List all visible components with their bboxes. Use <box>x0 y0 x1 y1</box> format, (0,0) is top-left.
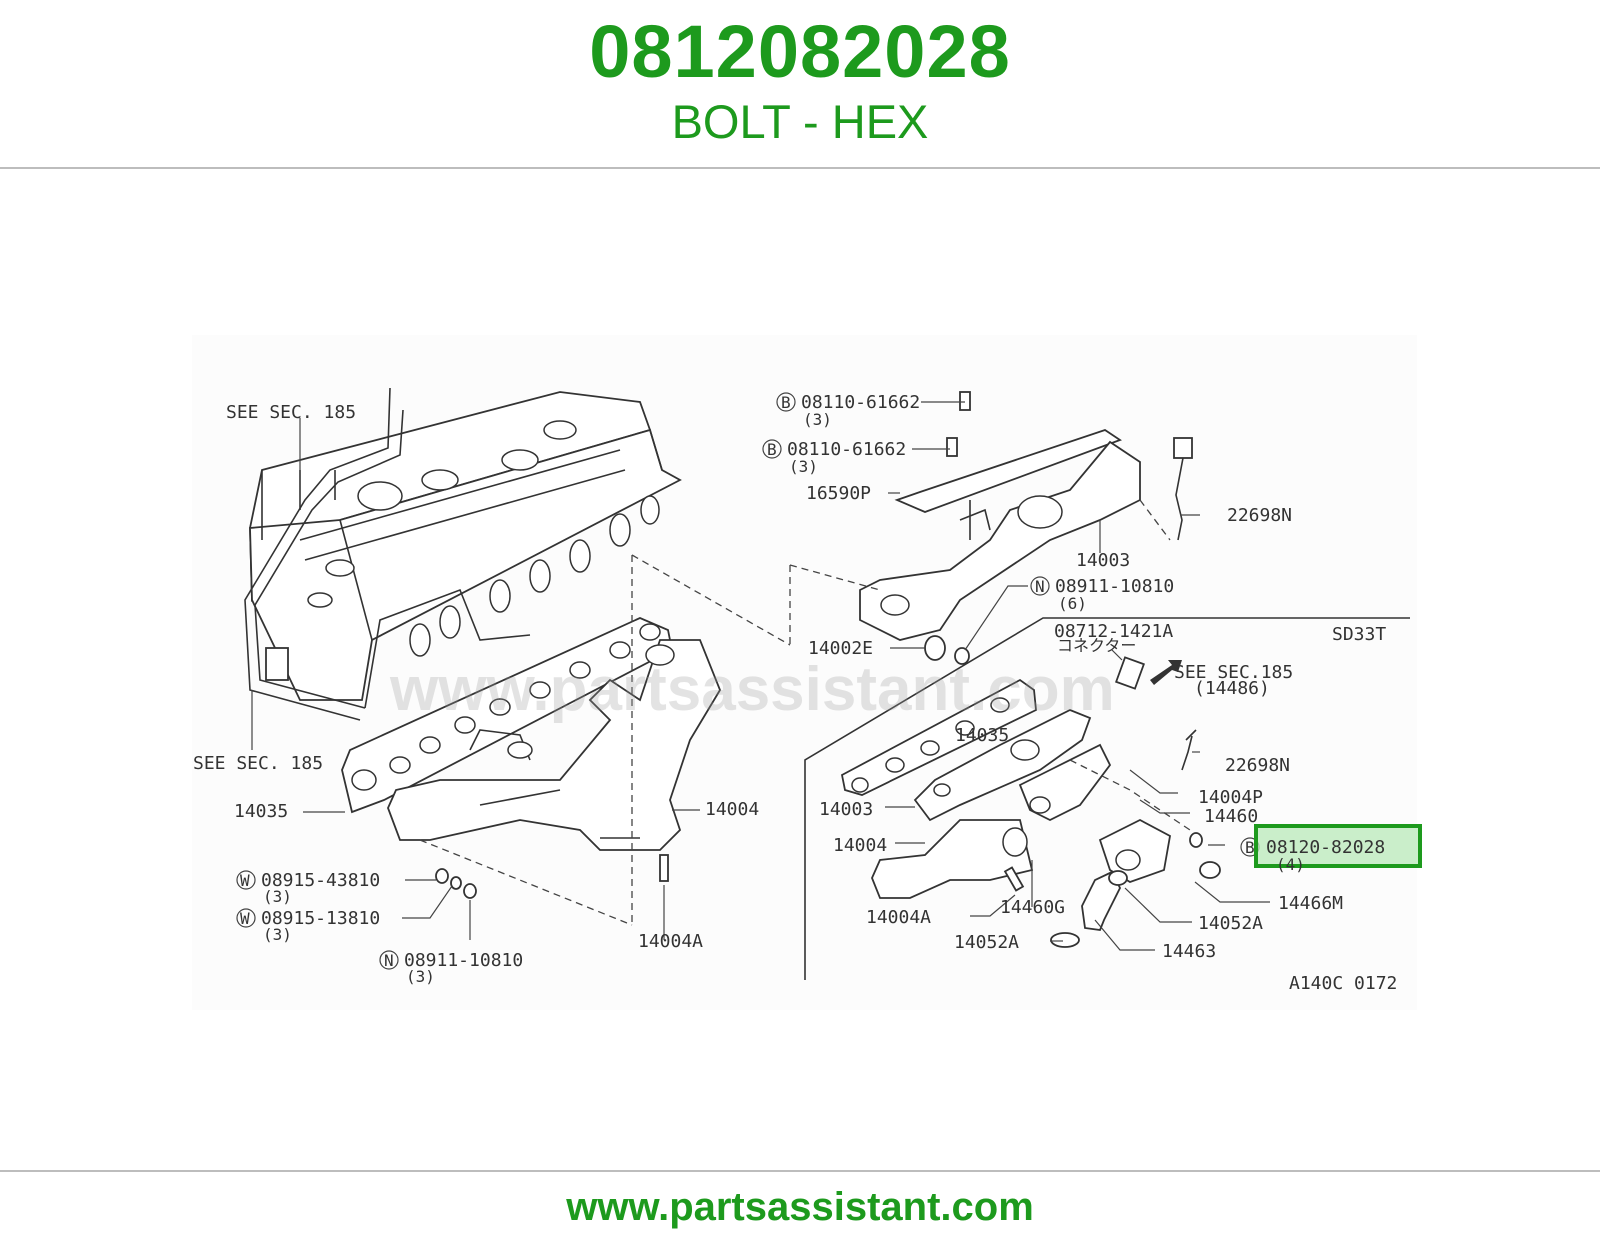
label-14486[interactable]: (14486) <box>1194 678 1270 699</box>
mark-b-3: B <box>1245 838 1255 857</box>
highlighted-part-box[interactable] <box>1254 824 1422 868</box>
label-14463[interactable]: 14463 <box>1162 941 1216 962</box>
mark-b-2: B <box>767 440 777 459</box>
bolt-mark-icon <box>762 439 782 459</box>
label-16590p[interactable]: 16590P <box>806 483 871 504</box>
left-exhaust-manifold-drawing <box>387 639 722 882</box>
label-08110-61662-b-qty: (3) <box>789 457 818 476</box>
label-08915-13810[interactable]: 08915-13810 <box>261 908 380 929</box>
label-22698n-top[interactable]: 22698N <box>1227 505 1292 526</box>
header-divider <box>0 167 1600 169</box>
label-14052a-b[interactable]: 14052A <box>954 932 1019 953</box>
exploded-parts-diagram: www.partsassistant.com SEE SEC. 185 SEE … <box>193 387 1422 994</box>
bolt-mark-icon <box>776 392 796 412</box>
left-fasteners-drawing <box>435 868 477 899</box>
turbo-manifold-drawing <box>840 656 1221 948</box>
label-14466m[interactable]: 14466M <box>1278 893 1343 914</box>
label-08712-1421a[interactable]: 08712-1421A <box>1054 621 1173 642</box>
label-14460g[interactable]: 14460G <box>1000 897 1065 918</box>
label-08911-10810-right-qty: (6) <box>1058 594 1087 613</box>
label-14004-left[interactable]: 14004 <box>705 799 759 820</box>
label-14004p[interactable]: 14004P <box>1198 787 1263 808</box>
label-14052a-a[interactable]: 14052A <box>1198 913 1263 934</box>
label-08110-61662-a[interactable]: 08110-61662 <box>801 392 920 413</box>
washer-mark-icon <box>236 870 256 890</box>
label-14004a-right[interactable]: 14004A <box>866 907 931 928</box>
label-08915-13810-qty: (3) <box>263 925 292 944</box>
label-diagram-code: A140C 0172 <box>1289 973 1397 994</box>
part-description: BOLT - HEX <box>671 95 929 148</box>
header: 0812082028 BOLT - HEX <box>0 0 1600 168</box>
label-see-sec-185-a[interactable]: SEE SEC. 185 <box>226 402 356 423</box>
label-08120-82028[interactable]: 08120-82028 <box>1266 837 1385 858</box>
label-14004a-left[interactable]: 14004A <box>638 931 703 952</box>
label-14002e[interactable]: 14002E <box>808 638 873 659</box>
label-14003-top[interactable]: 14003 <box>1076 550 1130 571</box>
footer-divider <box>0 1170 1600 1172</box>
label-14003-right[interactable]: 14003 <box>819 799 873 820</box>
label-08110-61662-b[interactable]: 08110-61662 <box>787 439 906 460</box>
intake-nut-drawing <box>954 647 970 665</box>
part-number-title: 0812082028 <box>589 10 1011 93</box>
mark-b-1: B <box>781 393 791 412</box>
label-22698n-mid[interactable]: 22698N <box>1225 755 1290 776</box>
watermark: www.partsassistant.com <box>389 655 1115 724</box>
label-14035-right[interactable]: 14035 <box>955 725 1009 746</box>
label-08915-43810[interactable]: 08915-43810 <box>261 870 380 891</box>
label-connector: コネクター <box>1057 636 1136 655</box>
label-08120-82028-qty: (4) <box>1276 855 1305 874</box>
cylinder-head-drawing <box>244 387 682 721</box>
mark-w-2: W <box>240 909 250 928</box>
label-08911-10810-left[interactable]: 08911-10810 <box>404 950 523 971</box>
label-see-sec-185-c[interactable]: SEE SEC.185 <box>1174 662 1293 683</box>
sd33t-boundary <box>804 617 1410 980</box>
intake-manifold-drawing <box>859 391 1193 641</box>
label-08915-43810-qty: (3) <box>263 887 292 906</box>
label-14004-right[interactable]: 14004 <box>833 835 887 856</box>
nut-mark-icon <box>1030 576 1050 596</box>
mark-n-2: N <box>1035 577 1045 596</box>
label-08911-10810-right[interactable]: 08911-10810 <box>1055 576 1174 597</box>
label-see-sec-185-b[interactable]: SEE SEC. 185 <box>193 753 323 774</box>
label-08110-61662-a-qty: (3) <box>803 410 832 429</box>
left-manifold-gasket-drawing <box>341 617 674 814</box>
label-08911-10810-left-qty: (3) <box>406 967 435 986</box>
mark-w-1: W <box>240 871 250 890</box>
nut-mark-icon <box>379 950 399 970</box>
washer-mark-icon <box>236 908 256 928</box>
footer-website-link[interactable]: www.partsassistant.com <box>566 1185 1034 1229</box>
label-14460[interactable]: 14460 <box>1204 806 1258 827</box>
mark-n-1: N <box>384 951 394 970</box>
label-14035-left[interactable]: 14035 <box>234 801 288 822</box>
label-sd33t: SD33T <box>1332 624 1386 645</box>
